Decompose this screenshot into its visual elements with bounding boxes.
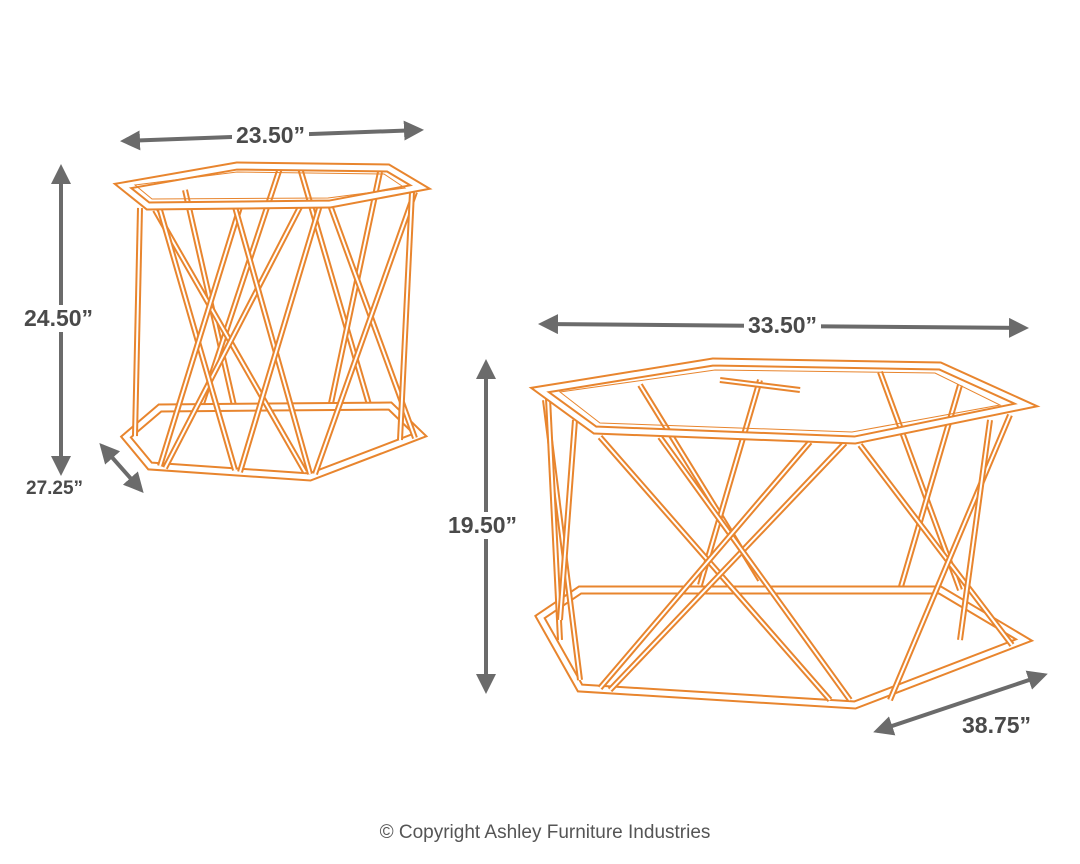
glass-top — [558, 369, 1002, 433]
frame-leg — [239, 204, 321, 473]
frame-leg — [559, 419, 576, 621]
cocktail-table-depth-label: 38.75” — [958, 712, 1036, 739]
bottom-frame — [536, 587, 1030, 708]
frame-leg — [959, 419, 991, 641]
frame-leg — [609, 442, 846, 691]
frame-leg — [859, 444, 1013, 646]
frame-leg — [159, 206, 241, 467]
frame-leg — [699, 379, 761, 586]
end-table-height-label: 24.50” — [20, 305, 98, 332]
end-table-drawing — [112, 161, 433, 482]
bottom-frame — [122, 403, 425, 480]
glass-top — [133, 171, 407, 200]
frame-leg — [599, 441, 811, 689]
frame-leg — [547, 397, 561, 641]
end-table-width-label: 23.50” — [232, 122, 310, 149]
top-frame — [533, 359, 1035, 443]
frame-leg — [659, 436, 851, 701]
frame-leg — [314, 191, 416, 475]
frame-leg — [889, 414, 1011, 701]
cocktail-table-width-label: 33.50” — [744, 312, 822, 339]
copyright-notice: © Copyright Ashley Furniture Industries — [379, 822, 711, 843]
end-table-depth-label: 27.25” — [22, 478, 88, 500]
frame-leg — [599, 436, 831, 701]
frame-leg — [719, 379, 801, 391]
frame-leg — [879, 371, 961, 591]
top-frame — [117, 163, 427, 209]
cocktail-table-drawing — [528, 357, 1041, 710]
frame-leg — [134, 207, 141, 437]
frame-leg — [399, 191, 413, 441]
frame-leg — [234, 206, 311, 475]
cocktail-table-height-label: 19.50” — [444, 512, 522, 539]
cocktail-table-depth-arrow — [873, 670, 1048, 736]
frame-leg — [164, 206, 301, 469]
end-table-depth-arrow — [99, 443, 144, 493]
frame-leg — [329, 171, 381, 409]
